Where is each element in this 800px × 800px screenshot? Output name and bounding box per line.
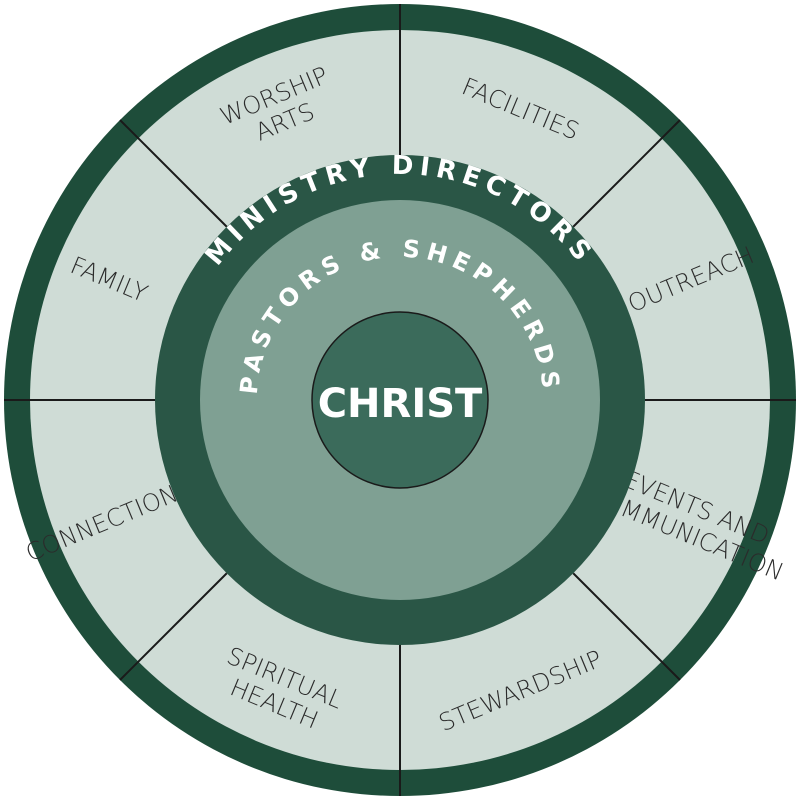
christ-center-circle bbox=[311, 311, 489, 489]
segment-divider bbox=[119, 119, 228, 228]
segment-divider bbox=[572, 119, 681, 228]
segment-divider bbox=[572, 572, 681, 681]
segment-dividers bbox=[4, 4, 796, 796]
segment-divider bbox=[119, 572, 228, 681]
christ-label: CHRIST bbox=[318, 381, 483, 427]
